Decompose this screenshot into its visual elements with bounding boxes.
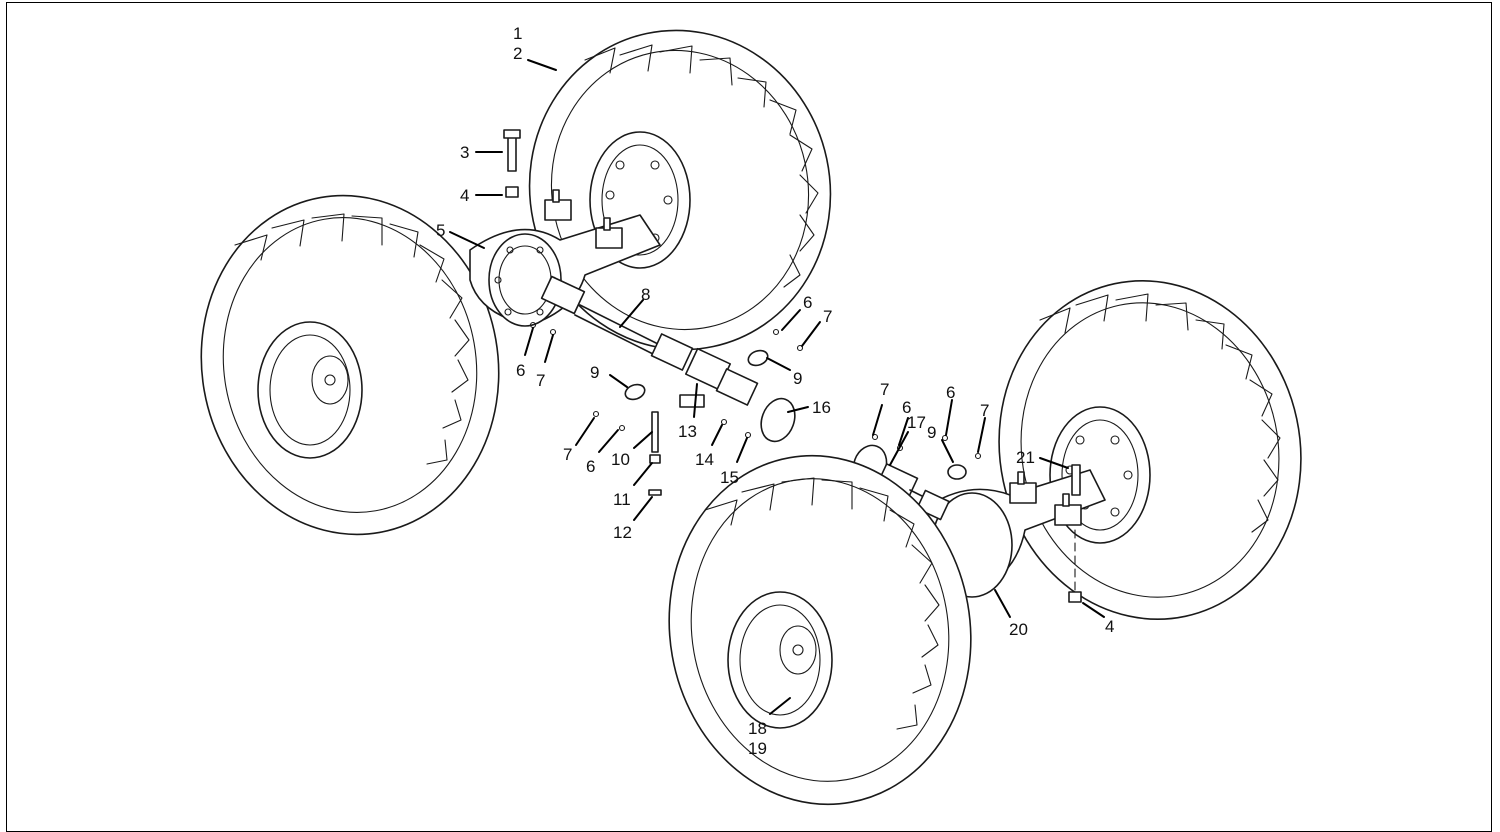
callout-19: 19	[748, 739, 767, 758]
callout-7: 7	[536, 371, 545, 390]
callout-6: 6	[803, 293, 812, 312]
tire-lower-left	[668, 454, 972, 806]
callout-9: 9	[590, 363, 599, 382]
tire-left	[200, 194, 500, 536]
hardware-parts	[503, 129, 1082, 603]
rear-drive-shaft	[852, 444, 950, 521]
callout-labels: 1 2 3 4 5 6 7 8 6 7 9 9 16 13 7 6 10 11 …	[436, 24, 1114, 758]
callout-16: 16	[812, 398, 831, 417]
callout-10: 10	[611, 450, 630, 469]
callout-6: 6	[516, 361, 525, 380]
callout-6: 6	[902, 398, 911, 417]
callout-17: 17	[907, 413, 926, 432]
callout-8: 8	[641, 285, 650, 304]
callout-9: 9	[927, 423, 936, 442]
callout-7: 7	[980, 401, 989, 420]
callout-9: 9	[793, 369, 802, 388]
callout-14: 14	[695, 450, 714, 469]
callout-1: 1	[513, 24, 522, 43]
callout-15: 15	[720, 468, 739, 487]
rear-axle-housing	[924, 469, 1106, 598]
leader-lines	[449, 59, 1105, 715]
callout-6: 6	[946, 383, 955, 402]
front-axle-housing	[469, 189, 661, 327]
callout-21: 21	[1016, 448, 1035, 467]
callout-12: 12	[613, 523, 632, 542]
tire-upper-right	[528, 29, 832, 351]
callout-7: 7	[880, 380, 889, 399]
front-drive-shaft	[540, 275, 796, 443]
callout-13: 13	[678, 422, 697, 441]
callout-6: 6	[586, 457, 595, 476]
callout-2: 2	[513, 44, 522, 63]
callout-4: 4	[460, 186, 469, 205]
callout-7: 7	[823, 307, 832, 326]
callout-3: 3	[460, 143, 469, 162]
callout-20: 20	[1009, 620, 1028, 639]
callout-11: 11	[613, 490, 631, 509]
callout-7: 7	[563, 445, 572, 464]
callout-18: 18	[748, 719, 767, 738]
axle-assembly-exploded-view: 1 2 3 4 5 6 7 8 6 7 9 9 16 13 7 6 10 11 …	[200, 24, 1302, 806]
callout-4: 4	[1105, 617, 1114, 636]
callout-5: 5	[436, 221, 445, 240]
